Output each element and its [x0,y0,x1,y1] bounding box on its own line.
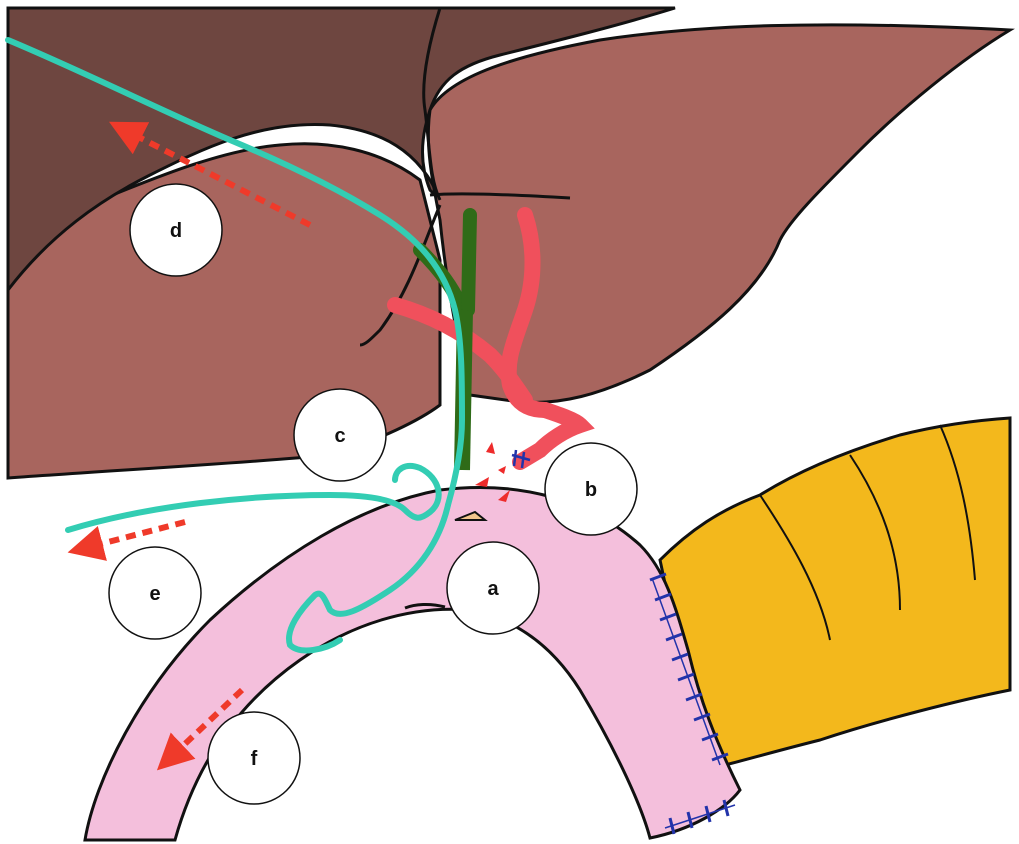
callout-a: a [447,542,539,634]
callout-label-f: f [251,748,258,770]
callout-label-e: e [149,583,160,605]
callout-label-d: d [170,220,182,242]
callout-label-b: b [585,479,597,501]
bile-duct-right-branch [468,215,470,310]
callout-label-c: c [334,425,345,447]
callout-f: f [208,712,300,804]
callout-c: c [294,389,386,481]
callout-b: b [545,443,637,535]
callout-label-a: a [487,578,499,600]
callout-d: d [130,184,222,276]
callout-e: e [109,547,201,639]
